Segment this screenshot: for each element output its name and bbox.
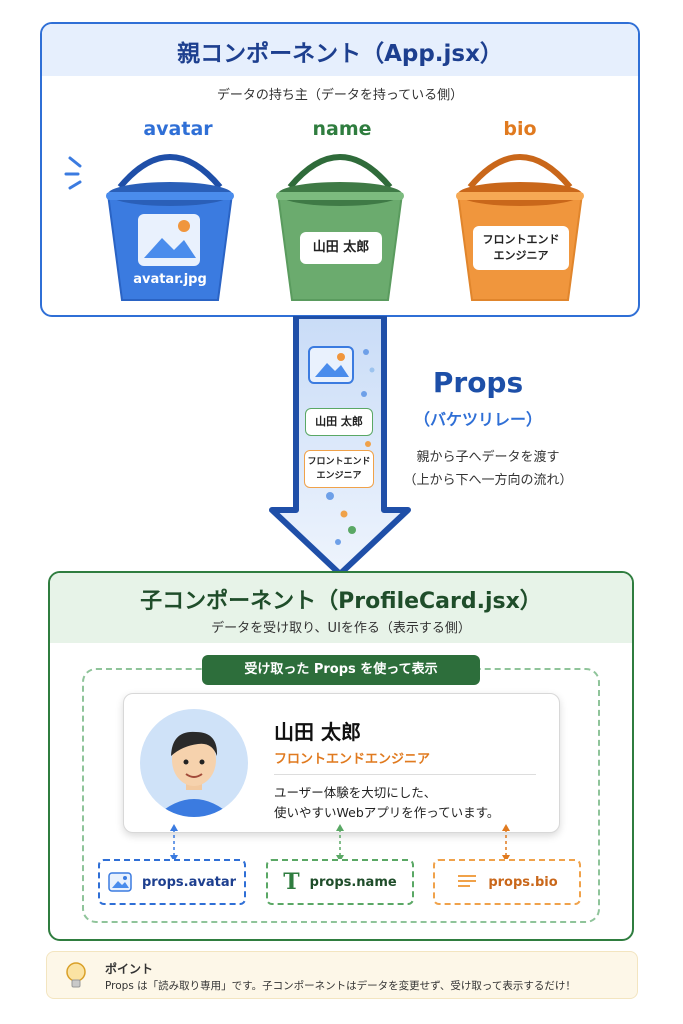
props-desc-line1: 親から子へデータを渡す	[416, 450, 560, 465]
bucket-avatar	[106, 154, 234, 301]
props-flow-arrow	[269, 316, 411, 577]
card-description-line2: 使いやすいWebアプリを作っています。	[274, 805, 500, 820]
parent-component-box: 親コンポーネント（App.jsx） データの持ち主（データを持っている側） av…	[40, 22, 640, 317]
prop-name-box: T props.name	[266, 859, 414, 905]
text-T-icon: T	[283, 869, 300, 895]
card-divider	[274, 774, 536, 775]
bucket-label-avatar: avatar	[143, 118, 213, 140]
prop-avatar-label: props.avatar	[141, 874, 237, 890]
point-box: ポイント Props は「読み取り専用」です。子コンポーネントはデータを変更せず…	[46, 951, 638, 999]
props-connectors	[170, 824, 510, 862]
arrow-name-chip: 山田 太郎	[305, 408, 373, 436]
parent-header	[42, 24, 638, 76]
props-desc-line2: （上から下へ一方向の流れ）	[403, 473, 573, 488]
point-text: Props は「読み取り専用」です。子コンポーネントはデータを変更せず、受け取っ…	[105, 980, 576, 992]
props-usage-badge: 受け取った Props を使って表示	[202, 655, 480, 685]
arrow-bio-chip: フロントエンド エンジニア	[304, 450, 374, 488]
props-title: Props	[432, 366, 524, 399]
image-icon	[108, 872, 132, 892]
child-header	[50, 573, 632, 643]
lines-icon	[458, 875, 477, 887]
card-name: 山田 太郎	[274, 720, 361, 744]
child-subtitle: データを受け取り、UIを作る（表示する側）	[211, 621, 471, 636]
prop-bio-label: props.bio	[488, 874, 558, 890]
prop-avatar-box: props.avatar	[98, 859, 246, 905]
prop-name-label: props.name	[309, 874, 397, 890]
avatar	[140, 709, 248, 817]
bucket-bio-content: フロントエンド エンジニア	[473, 226, 569, 270]
sparkle-icon	[64, 156, 82, 190]
bucket-label-bio: bio	[503, 118, 537, 140]
image-icon	[308, 346, 354, 384]
bucket-name	[276, 154, 404, 301]
lightbulb-icon	[66, 962, 86, 988]
bucket-avatar-content: avatar.jpg	[133, 272, 207, 287]
parent-title: 親コンポーネント（App.jsx）	[177, 41, 503, 67]
bucket-bio	[456, 154, 584, 301]
child-title: 子コンポーネント（ProfileCard.jsx）	[140, 589, 542, 614]
prop-bio-box: props.bio	[433, 859, 581, 905]
parent-subtitle: データの持ち主（データを持っている側）	[216, 88, 464, 103]
card-bio: フロントエンドエンジニア	[274, 752, 431, 767]
bucket-name-content: 山田 太郎	[300, 232, 382, 264]
child-component-box: 子コンポーネント（ProfileCard.jsx） データを受け取り、UIを作る…	[48, 571, 634, 941]
bucket-label-name: name	[312, 118, 372, 140]
point-title: ポイント	[105, 962, 154, 976]
profile-card: 山田 太郎 フロントエンドエンジニア ユーザー体験を大切にした、 使いやすいWe…	[123, 693, 560, 833]
card-description-line1: ユーザー体験を大切にした、	[274, 785, 437, 800]
props-subtitle: （バケツリレー）	[413, 410, 542, 429]
